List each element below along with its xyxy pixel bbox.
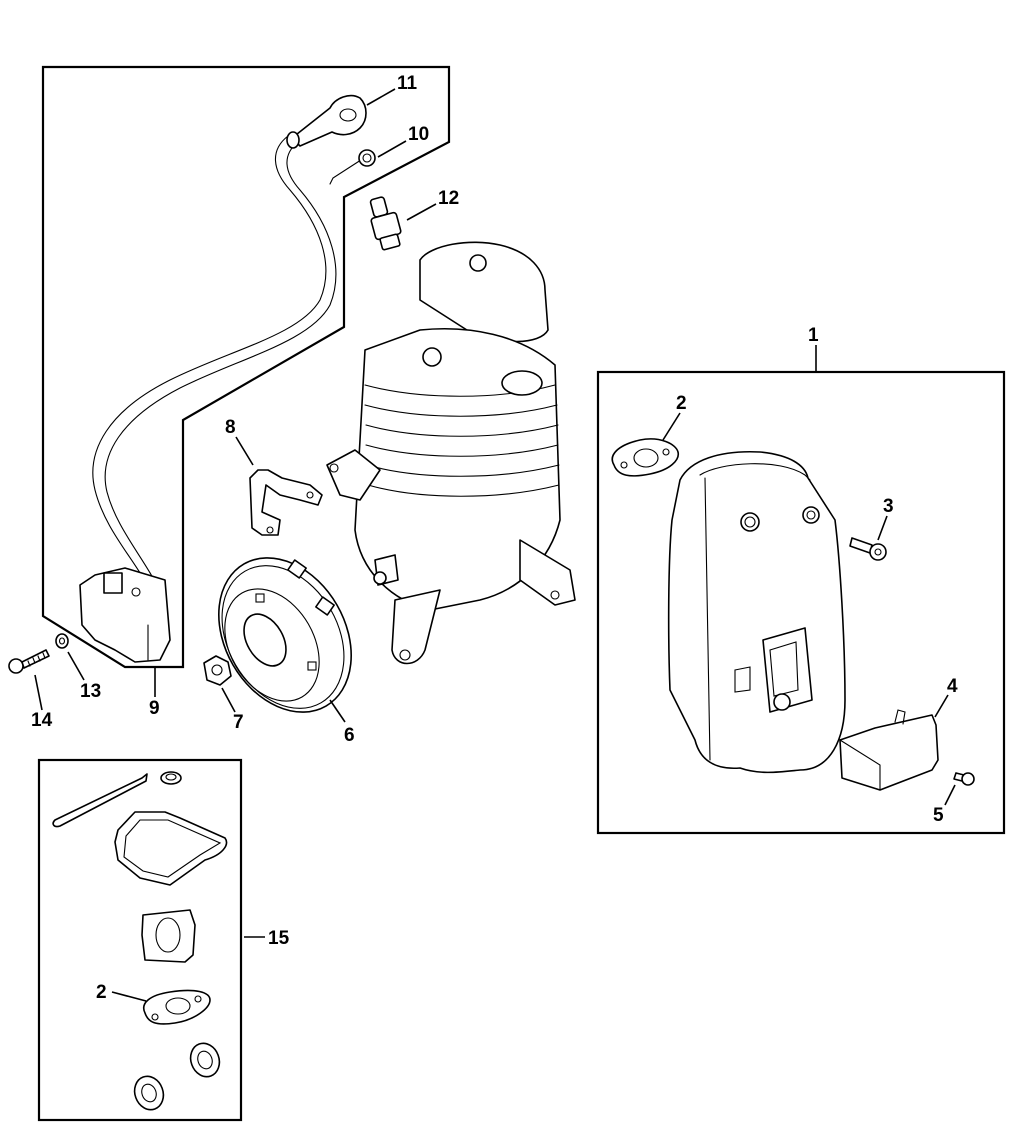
kit-seal-ring bbox=[160, 771, 182, 785]
callout-6: 6 bbox=[344, 725, 355, 746]
callout-4: 4 bbox=[947, 676, 958, 697]
leader-12 bbox=[406, 203, 437, 221]
flywheel bbox=[218, 557, 352, 713]
washer bbox=[55, 633, 69, 649]
kit-muffler-gasket bbox=[143, 989, 211, 1025]
callout-2b: 2 bbox=[96, 982, 107, 1003]
callout-13: 13 bbox=[80, 681, 101, 702]
callout-2a: 2 bbox=[676, 393, 687, 414]
kit-tool-strip bbox=[52, 773, 148, 828]
leader-2a bbox=[662, 412, 681, 441]
callout-8: 8 bbox=[225, 417, 236, 438]
muffler bbox=[667, 450, 846, 774]
ignition-module bbox=[79, 567, 171, 663]
gasket-kit-frame bbox=[37, 758, 243, 1122]
spark-arrestor-deflector bbox=[839, 709, 939, 791]
leader-8 bbox=[235, 436, 254, 466]
leader-13 bbox=[67, 651, 85, 681]
leader-5 bbox=[944, 784, 956, 806]
kit-crank-seal-2 bbox=[133, 1075, 165, 1111]
gasket-kit-contents bbox=[52, 771, 228, 1111]
callout-14: 14 bbox=[31, 710, 53, 731]
leader-14 bbox=[34, 674, 43, 711]
kit-carburetor-gasket bbox=[114, 811, 228, 886]
leader-4 bbox=[934, 694, 949, 718]
leader-7 bbox=[221, 687, 236, 713]
wire-bracket bbox=[249, 469, 323, 536]
callout-10: 10 bbox=[408, 124, 429, 145]
engine-cylinder bbox=[326, 241, 576, 665]
callout-5: 5 bbox=[933, 805, 944, 826]
callout-3: 3 bbox=[883, 496, 894, 517]
callout-9: 9 bbox=[149, 698, 160, 719]
muffler-group-frame bbox=[596, 370, 1006, 835]
muffler-screw bbox=[849, 537, 887, 561]
spark-plug-boot bbox=[286, 94, 367, 149]
ignition-screw bbox=[8, 649, 50, 674]
kit-crank-seal-1 bbox=[189, 1042, 221, 1078]
leader-10 bbox=[377, 140, 407, 158]
flywheel-nut bbox=[203, 655, 232, 686]
leader-11 bbox=[366, 88, 396, 106]
callout-7: 7 bbox=[233, 712, 244, 733]
deflector-screw bbox=[953, 772, 975, 786]
muffler-gasket bbox=[611, 438, 679, 477]
spark-plug-spring bbox=[329, 149, 376, 185]
ignition-group-frame bbox=[41, 65, 451, 669]
ignition-lead-wire bbox=[92, 135, 337, 593]
leader-2b bbox=[111, 991, 147, 1002]
callout-1: 1 bbox=[808, 325, 819, 346]
leader-6 bbox=[329, 699, 346, 723]
callout-12: 12 bbox=[438, 188, 459, 209]
callout-15: 15 bbox=[268, 928, 290, 949]
callout-11: 11 bbox=[397, 73, 418, 94]
kit-intake-gasket bbox=[141, 909, 196, 963]
leader-3 bbox=[877, 515, 888, 541]
spark-plug bbox=[369, 196, 402, 251]
